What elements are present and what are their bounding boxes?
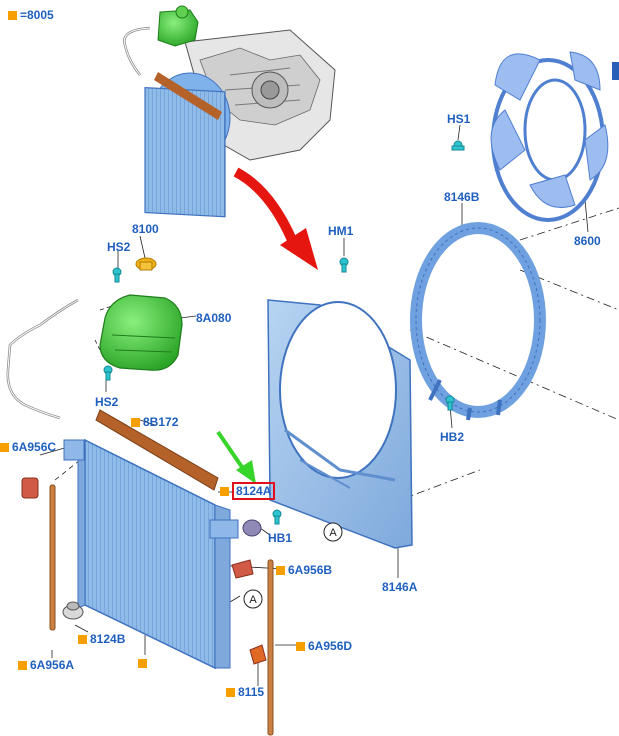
upper-seal bbox=[95, 409, 219, 491]
label-hm1[interactable]: HM1 bbox=[328, 224, 354, 238]
label-8115[interactable]: 8115 bbox=[226, 685, 264, 699]
label-6a956c[interactable]: 6A956C bbox=[0, 440, 56, 454]
isolators bbox=[62, 519, 262, 620]
marker-icon bbox=[18, 661, 27, 670]
label-8600[interactable]: 8600 bbox=[574, 234, 601, 248]
label-6a956d[interactable]: 6A956D bbox=[296, 639, 352, 653]
fan-shroud bbox=[267, 299, 413, 549]
label-8146a[interactable]: 8146A bbox=[382, 580, 418, 594]
fan-shroud-ring bbox=[410, 222, 546, 421]
marker-icon bbox=[0, 443, 9, 452]
label-8100[interactable]: 8100 bbox=[132, 222, 159, 236]
label-8a080[interactable]: 8A080 bbox=[196, 311, 232, 325]
label-8005[interactable]: =8005 bbox=[8, 8, 54, 22]
label-8b172[interactable]: 8B172 bbox=[131, 415, 178, 429]
side-seals bbox=[21, 477, 274, 736]
engine-assembly-overview bbox=[144, 5, 336, 218]
label-8146b[interactable]: 8146B bbox=[444, 190, 480, 204]
marker-icon bbox=[131, 418, 140, 427]
marker-icon bbox=[8, 11, 17, 20]
radiator bbox=[63, 438, 239, 670]
flow-arrow bbox=[233, 167, 318, 270]
label-hb1[interactable]: HB1 bbox=[268, 531, 293, 545]
marker-icon bbox=[226, 688, 235, 697]
label-hs1[interactable]: HS1 bbox=[447, 112, 471, 126]
callout-arrow bbox=[216, 430, 256, 484]
label-hb2[interactable]: HB2 bbox=[440, 430, 465, 444]
fan bbox=[490, 51, 619, 222]
degas-bottle bbox=[99, 257, 183, 371]
label-8124a[interactable]: 8124A bbox=[220, 482, 276, 500]
marker-icon bbox=[78, 635, 87, 644]
label-hs2-top[interactable]: HS2 bbox=[107, 240, 131, 254]
marker-icon bbox=[276, 566, 285, 575]
label-6a956b[interactable]: 6A956B bbox=[276, 563, 332, 577]
marker-icon bbox=[138, 659, 147, 668]
fasteners bbox=[103, 140, 465, 525]
reference-markers bbox=[243, 522, 343, 609]
ref-a-radiator: A bbox=[249, 594, 257, 606]
label-6a956a[interactable]: 6A956A bbox=[18, 658, 74, 672]
marker-icon bbox=[296, 642, 305, 651]
marker-icon bbox=[220, 487, 229, 496]
ref-a-shroud: A bbox=[329, 527, 337, 539]
label-hs2-bottom[interactable]: HS2 bbox=[95, 395, 119, 409]
highlighted-part-number: 8124A bbox=[232, 482, 276, 500]
label-unnumbered-marker[interactable] bbox=[138, 656, 150, 670]
label-8124b[interactable]: 8124B bbox=[78, 632, 125, 646]
